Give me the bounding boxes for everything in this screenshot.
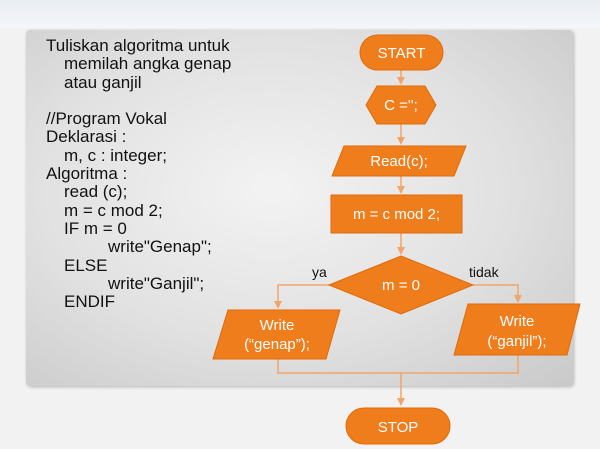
init-label: C =''; [384,97,418,114]
read-input [331,145,467,177]
code-line: ENDIF [64,292,115,312]
connector-merge [277,355,519,374]
stop-terminator [345,407,451,445]
process-label: m = c mod 2; [353,206,440,223]
code-line: atau ganjil [64,72,142,92]
code-line: m, c : integer; [64,145,167,165]
output-ganjil-line2: (“ganjil”); [487,333,546,350]
code-line: Algoritma : [46,164,128,184]
slide-header-band [0,0,600,28]
start-label: START [378,45,426,62]
output-ganjil-line1: Write [500,313,535,330]
output-ganjil [453,303,581,356]
code-line: m = c mod 2; [64,200,163,220]
code-line: ELSE [64,255,108,275]
init-preparation [365,85,437,125]
process-mod [330,194,463,234]
code-line: memilah angka genap [64,54,232,74]
output-genap-line2: (“genap”); [244,336,310,353]
stop-label: STOP [378,419,419,436]
algorithm-text: Tuliskan algoritma untuk memilah angka g… [46,36,336,312]
decision-diamond [327,255,475,315]
code-line: write"Genap"; [108,237,212,257]
code-line: read (c); [64,182,128,202]
code-line: Deklarasi : [46,127,127,147]
code-line: write"Ganjil"; [108,273,205,293]
code-line: IF m = 0 [64,218,127,238]
decision-label: m = 0 [382,277,420,294]
connectors [274,70,522,406]
start-terminator [359,34,444,71]
connector-decision-no [473,284,522,303]
code-line: //Program Vokal [46,109,167,129]
connector-decision-yes [274,284,329,309]
output-genap [212,309,341,360]
read-label: Read(c); [370,153,428,170]
yes-branch-label: ya [312,264,327,280]
output-genap-line1: Write [260,317,295,334]
no-branch-label: tidak [469,264,500,280]
code-line: Tuliskan algoritma untuk [46,36,230,55]
